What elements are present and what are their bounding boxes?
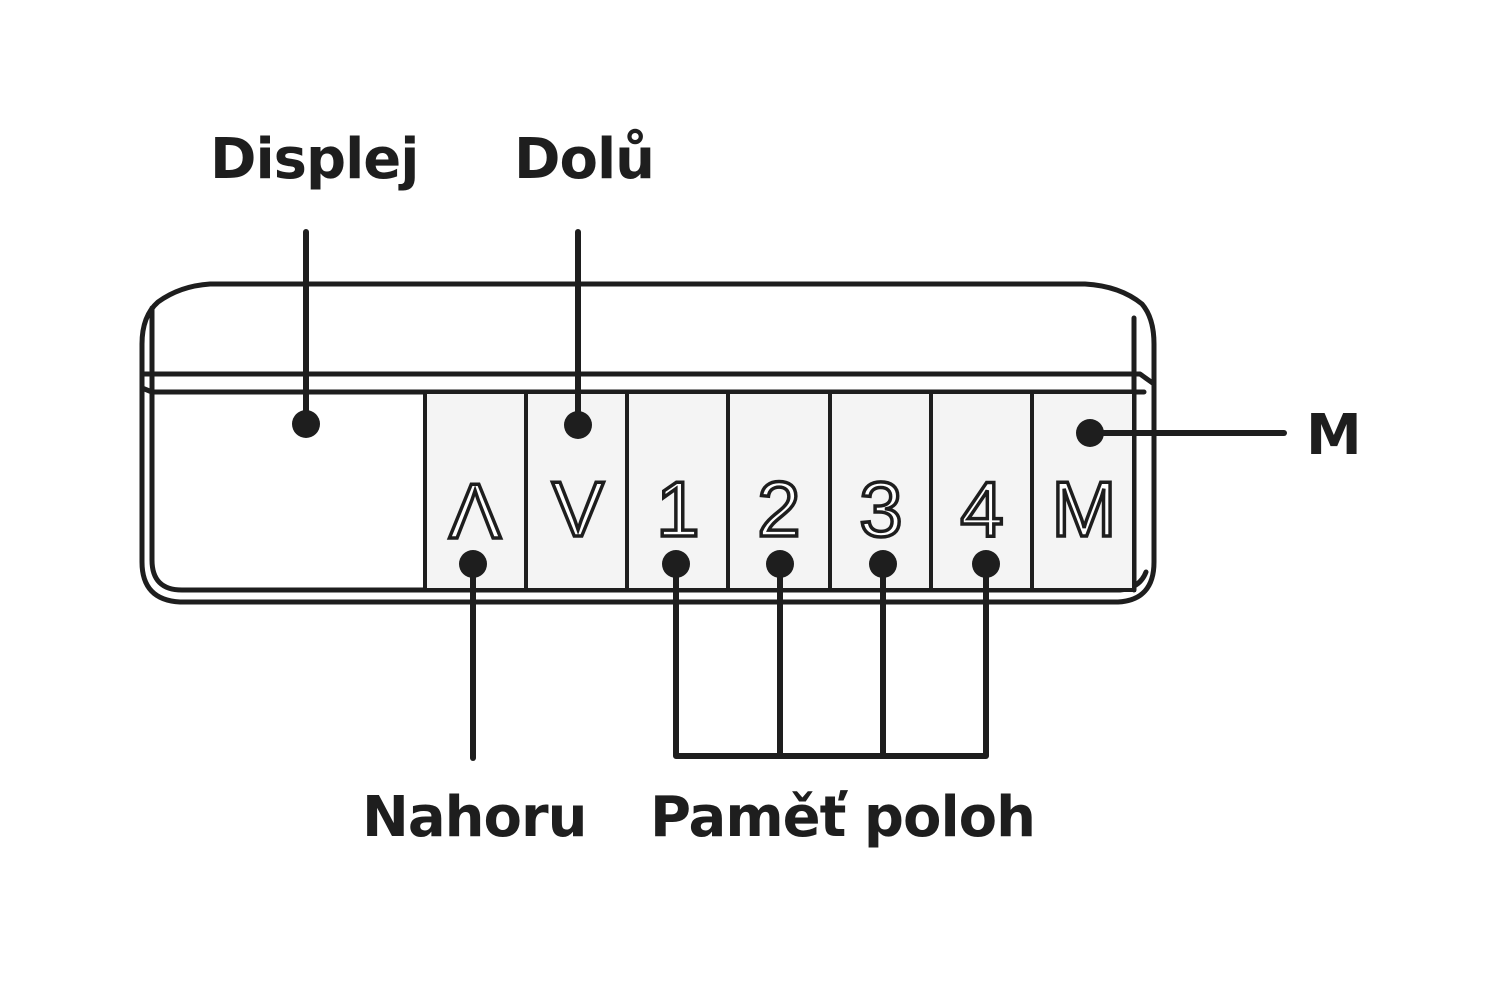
leader-memory-bracket	[673, 561, 989, 759]
label-m: M	[1306, 403, 1362, 468]
label-memory: Paměť poloh	[650, 785, 1036, 850]
dot-mem2	[766, 550, 794, 578]
panel-edge-left	[139, 385, 155, 395]
label-down: Dolů	[514, 127, 655, 192]
key-mem3-glyph: 3	[859, 465, 902, 553]
key-mem2-glyph: 2	[757, 465, 800, 553]
leader-dots	[292, 410, 1104, 578]
panel-top-edge	[139, 371, 1157, 387]
key-down-glyph: V	[552, 465, 604, 553]
key-faces	[423, 390, 1136, 592]
panel-inner-outline	[149, 305, 1149, 593]
label-up: Nahoru	[362, 785, 587, 850]
key-m-glyph: M	[1052, 465, 1117, 553]
leader-lines	[303, 229, 1287, 761]
key-mem4-glyph: 4	[960, 465, 1003, 553]
key-up-glyph: Λ	[449, 467, 501, 555]
key-mem1-glyph: 1	[656, 465, 699, 553]
dot-m	[1076, 419, 1104, 447]
dot-up	[459, 550, 487, 578]
dot-down	[564, 411, 592, 439]
key-glyphs: Λ V 1 2 3 4 M	[447, 463, 1118, 557]
panel-outer-outline	[139, 281, 1157, 605]
dot-mem3	[869, 550, 897, 578]
label-display: Displej	[210, 127, 419, 192]
dot-mem4	[972, 550, 1000, 578]
dot-display	[292, 410, 320, 438]
dot-mem1	[662, 550, 690, 578]
